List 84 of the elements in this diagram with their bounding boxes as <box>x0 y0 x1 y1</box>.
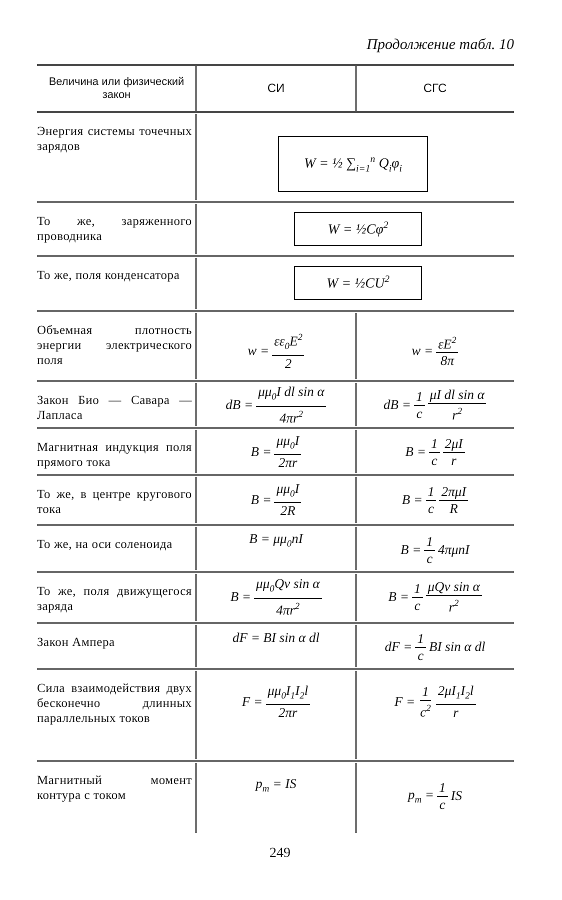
column-header: Величина или физический закон <box>48 76 186 102</box>
fraction-numerator: μμ$_{0}$I <box>274 480 302 504</box>
fraction-denominator: 2 <box>284 356 293 372</box>
fraction-denominator: 2πr <box>277 455 298 472</box>
fraction-denominator: 4πr$^{2}$ <box>275 600 301 618</box>
fraction-denominator: c <box>426 500 435 516</box>
fraction-numerator: 1 <box>426 484 436 500</box>
formula-term: w = <box>412 343 434 359</box>
row-label: То же, поля конденсатора <box>37 268 181 283</box>
fraction-numerator: μμ$_{0}$I$_{1}$I$_{2}$l <box>266 682 310 706</box>
formula: W = ½CU$^{2}$ <box>326 274 390 292</box>
fraction-denominator: c <box>426 550 434 566</box>
fraction-denominator: c <box>415 406 424 422</box>
formula-term: dB = <box>384 397 411 413</box>
fraction-denominator: c <box>430 452 438 468</box>
row-label: То же, поля движущегося заряда <box>37 584 192 614</box>
fraction-numerator: εε$_{0}$E$^{2}$ <box>272 330 304 356</box>
formula-box <box>278 136 428 192</box>
fraction-denominator: 4πr$^{2}$ <box>278 408 304 426</box>
fraction-numerator: μQv sin α <box>426 578 482 596</box>
formula-term: B = <box>230 589 252 605</box>
fraction-numerator: 1 <box>420 684 431 701</box>
formula-box <box>294 212 422 246</box>
fraction-numerator: 2μI <box>442 436 465 452</box>
fraction-denominator: 2πr <box>277 705 298 722</box>
fraction-numerator: 2μI$_{1}$I$_{2}$l <box>436 682 476 706</box>
fraction-numerator: 1 <box>437 780 448 796</box>
formula-term: BI sin α dl <box>429 639 486 655</box>
formula-term: p$_{m}$ = IS <box>256 776 296 794</box>
formula: W = ½ ∑$_{i=1}$$^{n}$ Q$_{i}$φ$_{i}$ <box>304 154 402 174</box>
fraction-denominator: r$^{2}$ <box>448 598 460 616</box>
fraction-numerator: μI dl sin α <box>428 386 486 404</box>
fraction-numerator: μμ$_{0}$I <box>274 432 302 456</box>
column-header: СИ <box>266 82 286 95</box>
fraction-denominator: 8π <box>439 353 456 370</box>
row-label: Закон Био — Савара — Лапласа <box>37 393 192 423</box>
formula-term: dB = <box>226 397 254 413</box>
row-label: То же, в центре кругового тока <box>37 487 192 517</box>
fraction-denominator: c <box>416 648 425 664</box>
formula-term: B = μμ$_{0}$nI <box>249 530 303 550</box>
fraction-numerator: 2πμI <box>439 484 468 500</box>
fraction-denominator: R <box>448 500 459 516</box>
formula-term: w = <box>248 343 270 359</box>
formula-box <box>294 266 422 300</box>
fraction-numerator: 1 <box>412 580 423 598</box>
row-label: Магнитный момент контура с током <box>37 773 192 803</box>
row-label: Сила взаимодействия двух бесконечно длинных параллельных токов <box>37 681 192 726</box>
row-label: Энергия системы точечных зарядов <box>37 124 192 154</box>
row-label: То же, на оси соленоида <box>37 537 174 552</box>
fraction-denominator: c <box>413 598 422 614</box>
fraction-denominator: c <box>438 796 446 812</box>
formula-term: F = <box>242 694 263 710</box>
formula-term: IS <box>450 788 462 804</box>
fraction-numerator: 1 <box>414 388 425 406</box>
fraction-numerator: εE$^{2}$ <box>436 332 458 354</box>
fraction-numerator: 1 <box>428 436 440 452</box>
formula-term: B = <box>405 444 426 460</box>
formula-term: B = <box>388 589 409 605</box>
fraction-numerator: 1 <box>424 534 435 550</box>
fraction-denominator: c$^{2}$ <box>419 702 432 720</box>
fraction-numerator: 1 <box>415 630 426 648</box>
fraction-denominator: r$^{2}$ <box>451 406 464 424</box>
formula-term: B = <box>400 542 422 558</box>
table-caption: Продолжение табл. 10 <box>366 37 514 54</box>
formula-term: p$_{m}$ = <box>408 786 434 806</box>
fraction-denominator: r <box>450 452 458 468</box>
fraction-denominator: r <box>452 705 460 722</box>
formula-term: B = <box>250 492 272 508</box>
formula-term: 4πμnI <box>438 542 470 558</box>
fraction-numerator: μμ$_{0}$Qv sin α <box>254 576 322 599</box>
fraction-numerator: μμ$_{0}$I dl sin α <box>256 384 326 407</box>
fraction-denominator: 2R <box>279 503 296 520</box>
row-label: Закон Ампера <box>37 635 116 650</box>
formula: W = ½Cφ$^{2}$ <box>328 220 388 238</box>
formula-term: B = <box>250 444 272 460</box>
formula-term: F = <box>394 694 416 710</box>
page-number: 249 <box>268 846 292 862</box>
column-header: СГС <box>422 82 448 95</box>
row-label: Магнитная индукция поля прямого тока <box>37 440 192 470</box>
formula-term: dF = <box>384 639 412 655</box>
row-label: То же, заряженного проводника <box>37 214 192 244</box>
formula-term: dF = BI sin α dl <box>232 630 320 646</box>
formula-term: B = <box>402 492 423 508</box>
row-label: Объемная плотность энергии электрического поля <box>37 323 192 368</box>
